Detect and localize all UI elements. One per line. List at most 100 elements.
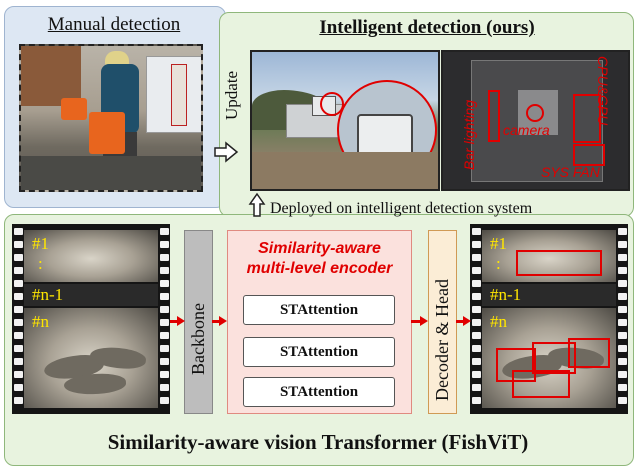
sprocket-hole xyxy=(13,293,23,300)
fishvit-title: Similarity-aware vision Transformer (Fis… xyxy=(107,430,529,454)
sprocket-hole xyxy=(617,332,627,339)
sprocket-hole xyxy=(159,319,169,326)
sprocket-hole xyxy=(617,397,627,404)
sprocket-hole xyxy=(13,319,23,326)
sprocket-hole xyxy=(13,254,23,261)
encoder-title-line1: Similarity-aware xyxy=(258,240,381,257)
sprocket-hole xyxy=(471,371,481,378)
detection-box xyxy=(516,250,602,276)
sprocket-hole xyxy=(617,371,627,378)
intelligent-detection-title: Intelligent detection (ours) xyxy=(319,17,535,38)
sprocket-hole xyxy=(159,293,169,300)
sprocket-hole xyxy=(617,280,627,287)
input-frame-1 xyxy=(24,230,158,282)
flow-arrow-icon xyxy=(212,316,227,326)
output-frame-ellipsis: : xyxy=(496,254,501,273)
detection-box xyxy=(568,338,610,368)
decoder-head-block: Decoder & Head xyxy=(428,230,457,414)
sys-fan-label: SYS FAN xyxy=(541,164,600,180)
sprocket-hole xyxy=(471,254,481,261)
output-video-frames: #1 : #n-1 #n xyxy=(470,224,628,414)
sprocket-hole xyxy=(13,397,23,404)
sprocket-hole xyxy=(159,267,169,274)
input-frame-label-1: #1 xyxy=(32,234,49,253)
flow-arrow-icon xyxy=(170,316,185,326)
sprocket-hole xyxy=(471,332,481,339)
sprocket-hole xyxy=(13,345,23,352)
output-frame-n xyxy=(482,308,616,408)
sprocket-hole xyxy=(159,306,169,313)
sprocket-hole xyxy=(471,267,481,274)
sprocket-hole xyxy=(617,267,627,274)
input-frame-label-n-1: #n-1 xyxy=(32,285,64,304)
sprocket-hole xyxy=(471,293,481,300)
deployment-site-photo xyxy=(250,50,440,191)
sprocket-hole xyxy=(471,358,481,365)
sprocket-hole xyxy=(13,228,23,235)
input-frame-n xyxy=(24,308,158,408)
sprocket-hole xyxy=(617,319,627,326)
decoder-head-label: Decoder & Head xyxy=(432,279,452,401)
sprocket-hole xyxy=(617,293,627,300)
sprocket-hole xyxy=(13,306,23,313)
sprocket-hole xyxy=(471,241,481,248)
update-arrow-icon xyxy=(214,141,239,163)
input-frame-ellipsis: : xyxy=(38,254,43,273)
sprocket-hole xyxy=(13,280,23,287)
sprocket-hole xyxy=(13,384,23,391)
deploy-arrow-icon xyxy=(248,192,266,217)
output-frame-label-n: #n xyxy=(490,312,507,331)
cpu-gpu-box xyxy=(573,94,601,143)
sprocket-hole xyxy=(471,384,481,391)
input-video-frames: #1 : #n-1 #n xyxy=(12,224,170,414)
sprocket-hole xyxy=(617,254,627,261)
input-frame-n-1 xyxy=(24,284,158,306)
update-label: Update xyxy=(222,70,241,120)
sprocket-hole xyxy=(471,345,481,352)
sprocket-hole xyxy=(159,345,169,352)
cpu-gpu-label: CPU&GPU xyxy=(595,56,611,126)
sprocket-hole xyxy=(159,397,169,404)
detection-box xyxy=(512,370,570,398)
sprocket-hole xyxy=(13,267,23,274)
sys-fan-box xyxy=(573,144,605,166)
flow-arrow-icon xyxy=(456,316,471,326)
sprocket-hole xyxy=(13,358,23,365)
sprocket-hole xyxy=(617,228,627,235)
sprocket-hole xyxy=(159,228,169,235)
backbone-block: Backbone xyxy=(184,230,213,414)
sprocket-hole xyxy=(617,306,627,313)
output-frame-label-n-1: #n-1 xyxy=(490,285,522,304)
deploy-label: Deployed on intelligent detection system xyxy=(270,200,533,217)
sprocket-hole xyxy=(471,397,481,404)
sprocket-hole xyxy=(159,254,169,261)
sprocket-hole xyxy=(617,241,627,248)
sprocket-hole xyxy=(471,319,481,326)
stattention-block-1: STAttention xyxy=(243,295,395,325)
sprocket-hole xyxy=(159,280,169,287)
sprocket-hole xyxy=(617,345,627,352)
encoder-title-line2: multi-level encoder xyxy=(246,260,393,277)
output-frame-n-1 xyxy=(482,284,616,306)
sprocket-hole xyxy=(471,306,481,313)
sprocket-hole xyxy=(159,384,169,391)
sprocket-hole xyxy=(159,241,169,248)
stattention-block-3: STAttention xyxy=(243,377,395,407)
similarity-aware-encoder: Similarity-aware multi-level encoder STA… xyxy=(227,230,412,414)
sprocket-hole xyxy=(13,332,23,339)
detection-machine-photo: Bar lighting camera CPU&GPU SYS FAN xyxy=(441,50,630,191)
sprocket-hole xyxy=(159,332,169,339)
sprocket-hole xyxy=(13,241,23,248)
sprocket-hole xyxy=(159,371,169,378)
sprocket-hole xyxy=(617,384,627,391)
sprocket-hole xyxy=(617,358,627,365)
input-frame-label-n: #n xyxy=(32,312,49,331)
sprocket-hole xyxy=(13,371,23,378)
bar-lighting-box xyxy=(488,90,500,142)
sprocket-hole xyxy=(471,280,481,287)
camera-marker xyxy=(526,104,544,122)
stattention-block-2: STAttention xyxy=(243,337,395,367)
output-frame-1 xyxy=(482,230,616,282)
manual-detection-title: Manual detection xyxy=(47,14,181,35)
detection-box xyxy=(496,348,536,382)
